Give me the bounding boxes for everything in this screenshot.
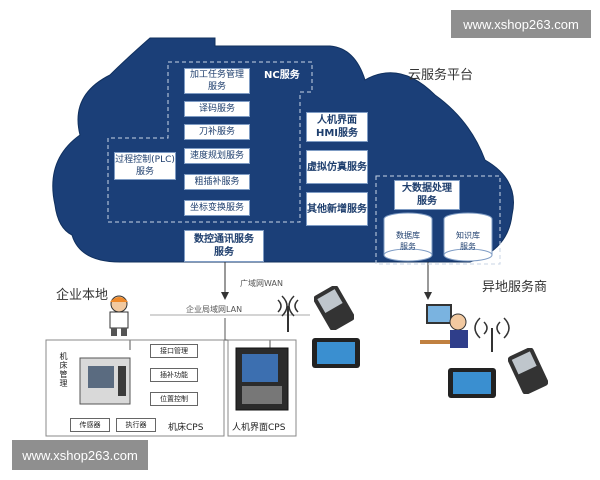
wan-label: 广域网WAN	[240, 279, 283, 288]
pda-device-left	[314, 286, 354, 330]
machine-cps-label: 机床CPS	[168, 423, 204, 433]
watermark-top: www.xshop263.com	[451, 10, 591, 38]
database-service: 数据库 服务	[396, 231, 420, 251]
tablet-device-left	[312, 338, 360, 368]
remote-engineer	[420, 304, 468, 348]
watermark-bottom: www.xshop263.com	[12, 440, 148, 470]
module-position: 位置控制	[150, 392, 198, 406]
simulation-service: 虚拟仿真服务	[306, 150, 368, 184]
machine-management: 机床管理	[59, 352, 68, 388]
hmi-panel-image	[235, 347, 289, 411]
other-service: 其他新增服务	[306, 192, 368, 226]
hmi-cps-label: 人机界面CPS	[232, 423, 286, 433]
nc-service-speed: 速度规划服务	[184, 148, 250, 164]
nc-service-decode: 译码服务	[184, 101, 250, 117]
nc-service-coord: 坐标变换服务	[184, 200, 250, 216]
knowledge-service: 知识库 服务	[456, 231, 480, 251]
hmi-service: 人机界面 HMI服务	[306, 112, 368, 142]
nc-service-interp: 粗插补服务	[184, 174, 250, 190]
comm-service: 数控通讯服务 服务	[184, 230, 264, 262]
cloud-platform-title: 云服务平台	[408, 68, 474, 83]
plc-service: 过程控制(PLC) 服务	[114, 152, 176, 180]
tablet-device-right	[448, 368, 496, 398]
sensor-box: 传感器	[70, 418, 110, 432]
nc-service-tool: 刀补服务	[184, 124, 250, 140]
lan-label: 企业局域网LAN	[186, 305, 243, 314]
actuator-box: 执行器	[116, 418, 156, 432]
pda-device-right	[508, 348, 548, 394]
remote-provider-label: 异地服务商	[482, 280, 548, 295]
bigdata-service: 大数据处理 服务	[394, 180, 460, 210]
module-interpolation: 插补功能	[150, 368, 198, 382]
enterprise-local-label: 企业本地	[56, 288, 109, 303]
nc-service-title: NC服务	[264, 70, 300, 81]
module-interface: 接口管理	[150, 344, 198, 358]
cnc-machine-image	[79, 357, 131, 405]
nc-service-task: 加工任务管理 服务	[184, 68, 250, 94]
worker-figure	[109, 295, 129, 336]
